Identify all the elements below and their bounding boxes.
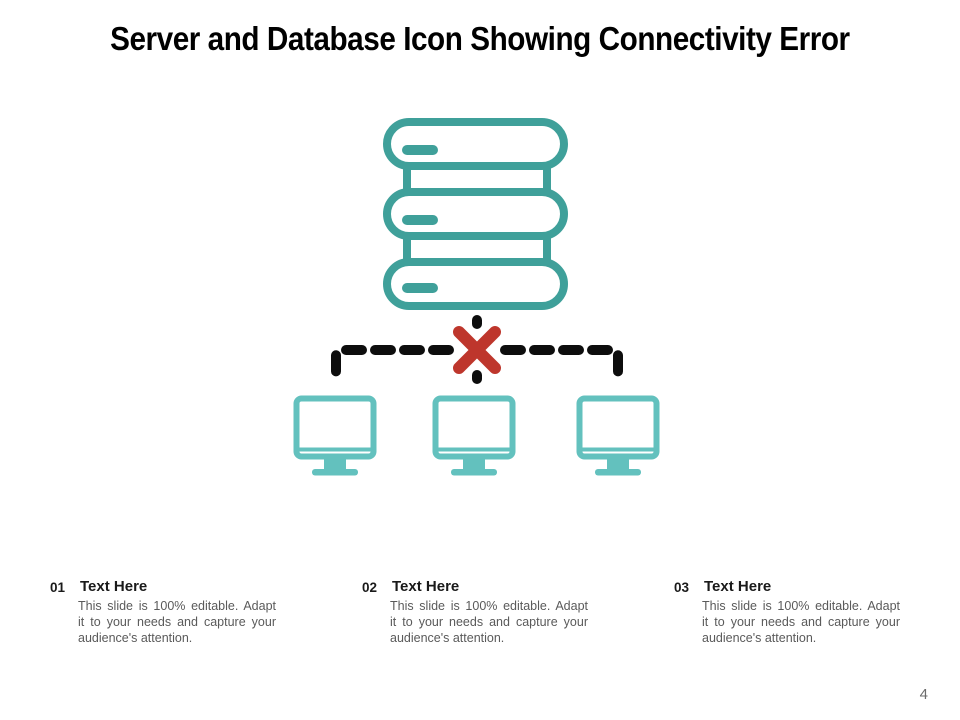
block-body-line: audience's attention. [390, 630, 505, 645]
server-slot-dash [402, 283, 438, 293]
x-cross-icon [453, 326, 501, 374]
server-slot-dash [402, 215, 438, 225]
block-body-line: it to your needs and capture your [390, 614, 588, 629]
block-body: This slide is 100% editable. Adapt it to… [702, 599, 900, 646]
block-body-line: This slide is 100% editable. Adapt [702, 599, 900, 613]
block-body-line: This slide is 100% editable. Adapt [390, 599, 588, 613]
dashed-connector-lines [331, 315, 623, 387]
dashed-branch-left [331, 345, 454, 387]
slide-title: Server and Database Icon Showing Connect… [110, 20, 850, 57]
page-number: 4 [919, 686, 928, 703]
block-body: This slide is 100% editable. Adapt it to… [78, 599, 276, 646]
server-tier-middle [383, 188, 568, 240]
server-tier-top [383, 118, 568, 170]
block-heading: Text Here [392, 578, 460, 595]
monitor-base [312, 469, 358, 476]
monitor-icon [293, 395, 377, 476]
server-tier-bottom [383, 258, 568, 310]
block-body-line: audience's attention. [78, 630, 193, 645]
server-slot-dash [402, 145, 438, 155]
block-body-line: it to your needs and capture your [702, 614, 900, 629]
monitor-base [451, 469, 497, 476]
block-body-line: This slide is 100% editable. Adapt [78, 599, 276, 613]
monitor-screen [576, 395, 660, 460]
block-number: 01 [50, 580, 66, 595]
monitor-stand [324, 458, 346, 470]
monitor-base [595, 469, 641, 476]
monitor-icon [432, 395, 516, 476]
block-body-line: audience's attention. [702, 630, 817, 645]
monitor-stand [463, 458, 485, 470]
text-block-01: 01 Text Here This slide is 100% editable… [50, 579, 282, 646]
text-block-02: 02 Text Here This slide is 100% editable… [362, 579, 594, 646]
block-heading: Text Here [704, 578, 772, 595]
monitor-screen [432, 395, 516, 460]
block-number: 03 [674, 580, 690, 595]
block-number: 02 [362, 580, 378, 595]
monitor-stand [607, 458, 629, 470]
title-bar: Server and Database Icon Showing Connect… [0, 20, 960, 58]
block-heading: Text Here [80, 578, 148, 595]
monitor-screen [293, 395, 377, 460]
server-rack-icon [383, 118, 568, 310]
block-body-line: it to your needs and capture your [78, 614, 276, 629]
dashed-branch-right [500, 345, 623, 387]
monitor-icon [576, 395, 660, 476]
text-block-03: 03 Text Here This slide is 100% editable… [674, 579, 906, 646]
block-body: This slide is 100% editable. Adapt it to… [390, 599, 588, 646]
